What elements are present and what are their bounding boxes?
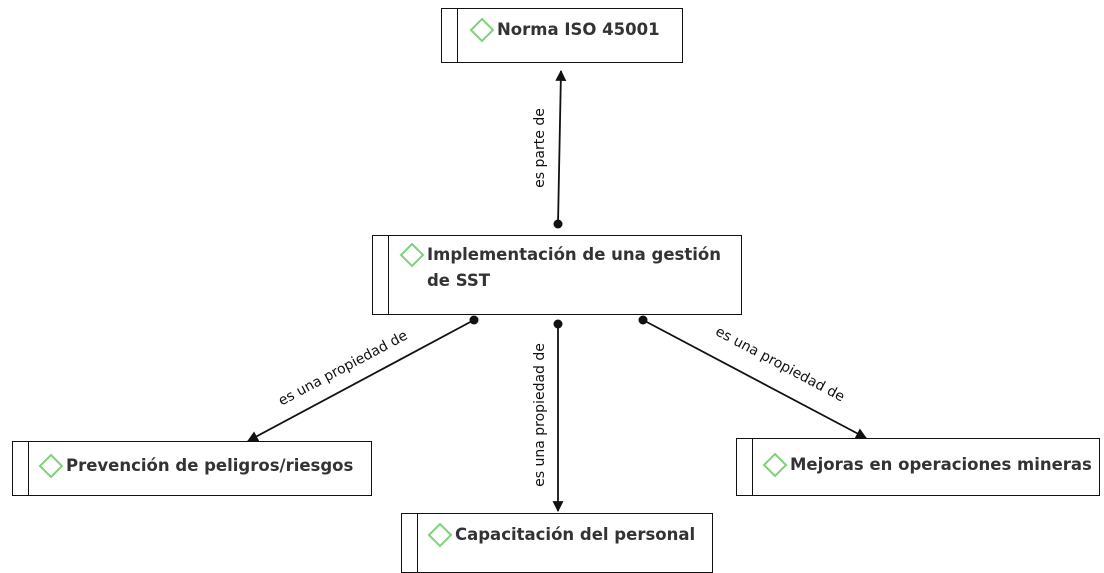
node-label: Implementación de una gestión de SST: [427, 245, 721, 290]
concept-node-prevencion-peligros-riesgos[interactable]: Prevención de peligros/riesgos: [12, 441, 372, 496]
edge-origin-dot: [638, 315, 648, 325]
diamond-icon: [399, 242, 425, 268]
edge-line: [247, 319, 475, 442]
edge-center-to-bottom: es una propiedad de: [532, 319, 564, 513]
edge-center-to-left: es una propiedad de: [247, 315, 479, 442]
node-stripe: [28, 442, 29, 495]
node-stripe: [752, 439, 753, 495]
edge-label-es-parte-de: es parte de: [532, 108, 548, 188]
node-label: Capacitación del personal: [455, 525, 696, 544]
diamond-icon: [427, 522, 453, 548]
edge-center-to-root: es parte de: [532, 69, 567, 229]
concept-node-norma-iso-45001[interactable]: Norma ISO 45001: [441, 8, 683, 63]
edge-origin-dot: [469, 315, 479, 325]
concept-node-mejoras-operaciones-mineras[interactable]: Mejoras en operaciones mineras: [736, 438, 1100, 496]
node-stripe: [417, 514, 418, 572]
node-label: Mejoras en operaciones mineras: [790, 455, 1092, 474]
node-stripe: [457, 9, 458, 62]
concept-node-implementacion-gestion-sst[interactable]: Implementación de una gestión de SST: [372, 235, 742, 315]
node-stripe: [388, 236, 389, 314]
diamond-icon: [762, 452, 788, 478]
edge-center-to-right: es una propiedad de: [638, 315, 867, 439]
edge-origin-dot: [553, 219, 563, 229]
edge-line: [555, 69, 567, 225]
concept-node-capacitacion-personal[interactable]: Capacitación del personal: [401, 513, 713, 573]
edge-line: [642, 319, 867, 439]
diamond-icon: [469, 17, 495, 43]
edge-label-es-una-propiedad-de-left: es una propiedad de: [276, 328, 410, 410]
diamond-icon: [38, 453, 64, 479]
edge-label-es-una-propiedad-de-bottom: es una propiedad de: [532, 343, 548, 487]
node-label: Prevención de peligros/riesgos: [66, 456, 354, 475]
node-label: Norma ISO 45001: [497, 20, 660, 39]
edge-origin-dot: [553, 319, 563, 329]
